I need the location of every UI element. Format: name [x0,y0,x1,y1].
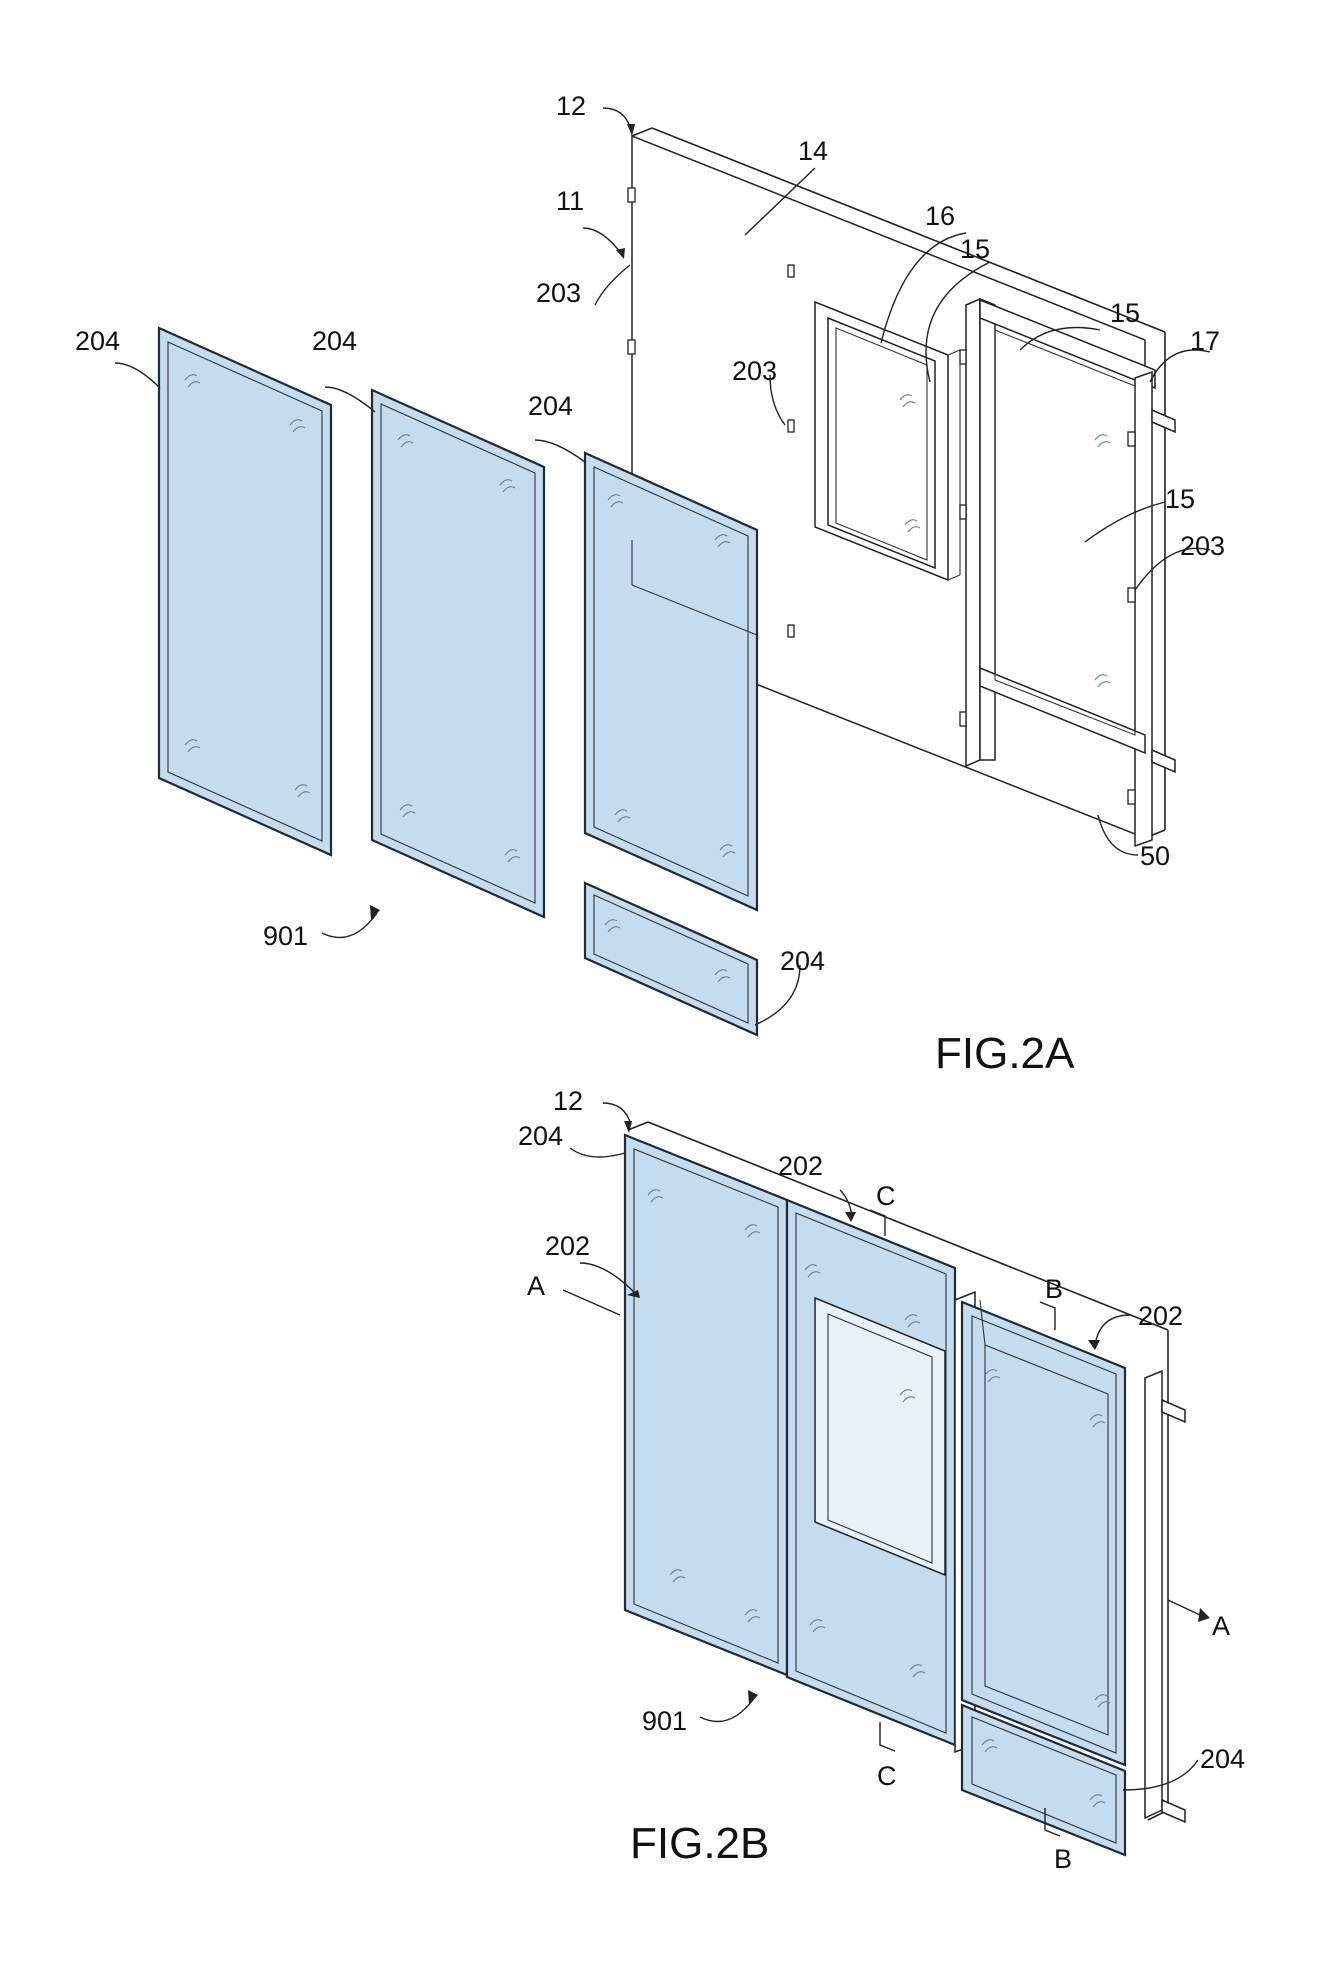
ref-202-b: 202 [545,1231,590,1261]
ref-202-a: 202 [778,1151,823,1181]
ref-15-b: 15 [1110,298,1140,328]
door-frame [965,297,1176,848]
ref-12: 12 [553,1086,583,1116]
section-a-left: A [527,1271,545,1301]
ref-901: 901 [263,921,308,951]
fig-2b-labels: 12 204 202 C 202 A B 202 A C 204 B 901 F… [518,1086,1245,1874]
fig-2a: 12 14 11 16 15 15 17 15 203 203 203 204 … [75,91,1225,1078]
wall-edge [627,1121,1186,1824]
ref-12: 12 [556,91,586,121]
ref-16: 16 [925,201,955,231]
ref-50: 50 [1140,841,1170,871]
ref-14: 14 [798,136,828,166]
figure-title-2a: FIG.2A [935,1029,1075,1078]
ref-15-a: 15 [960,234,990,264]
ref-204-b: 204 [312,326,357,356]
fig-2b-leaders [562,1102,1210,1837]
assembled-panel-center [785,1198,957,1747]
fig-2a-labels: 12 14 11 16 15 15 17 15 203 203 203 204 … [75,91,1225,1078]
section-c-bottom: C [877,1761,897,1791]
assembled-panel-right [954,1290,1127,1767]
section-a-right: A [1212,1611,1230,1641]
ref-204-a: 204 [518,1121,563,1151]
ref-203-c: 203 [1180,531,1225,561]
assembled-panel-left [623,1133,789,1677]
ref-204-d: 204 [780,946,825,976]
ref-203-b: 203 [732,356,777,386]
ref-202-c: 202 [1138,1301,1183,1331]
assembled-panel-right-lower [960,1703,1127,1857]
ref-15-c: 15 [1165,484,1195,514]
ref-203-a: 203 [536,278,581,308]
ref-11: 11 [556,186,584,216]
ref-204-b: 204 [1200,1744,1245,1774]
ref-204-c: 204 [528,391,573,421]
ref-17: 17 [1190,326,1220,356]
figure-title-2b: FIG.2B [630,1819,769,1868]
glass-panel-3 [583,451,759,912]
fig-2b: 12 204 202 C 202 A B 202 A C 204 B 901 F… [518,1086,1245,1874]
window-opening [814,300,961,582]
glass-panel-1 [157,326,333,857]
ref-901: 901 [642,1706,687,1736]
section-b-bottom: B [1054,1844,1072,1874]
glass-panel-2 [370,388,546,919]
fig-2a-leaders [114,107,1211,1026]
ref-204-a: 204 [75,326,120,356]
section-c-top: C [876,1181,896,1211]
section-b-top: B [1045,1274,1063,1304]
glass-panel-4 [583,881,759,1037]
